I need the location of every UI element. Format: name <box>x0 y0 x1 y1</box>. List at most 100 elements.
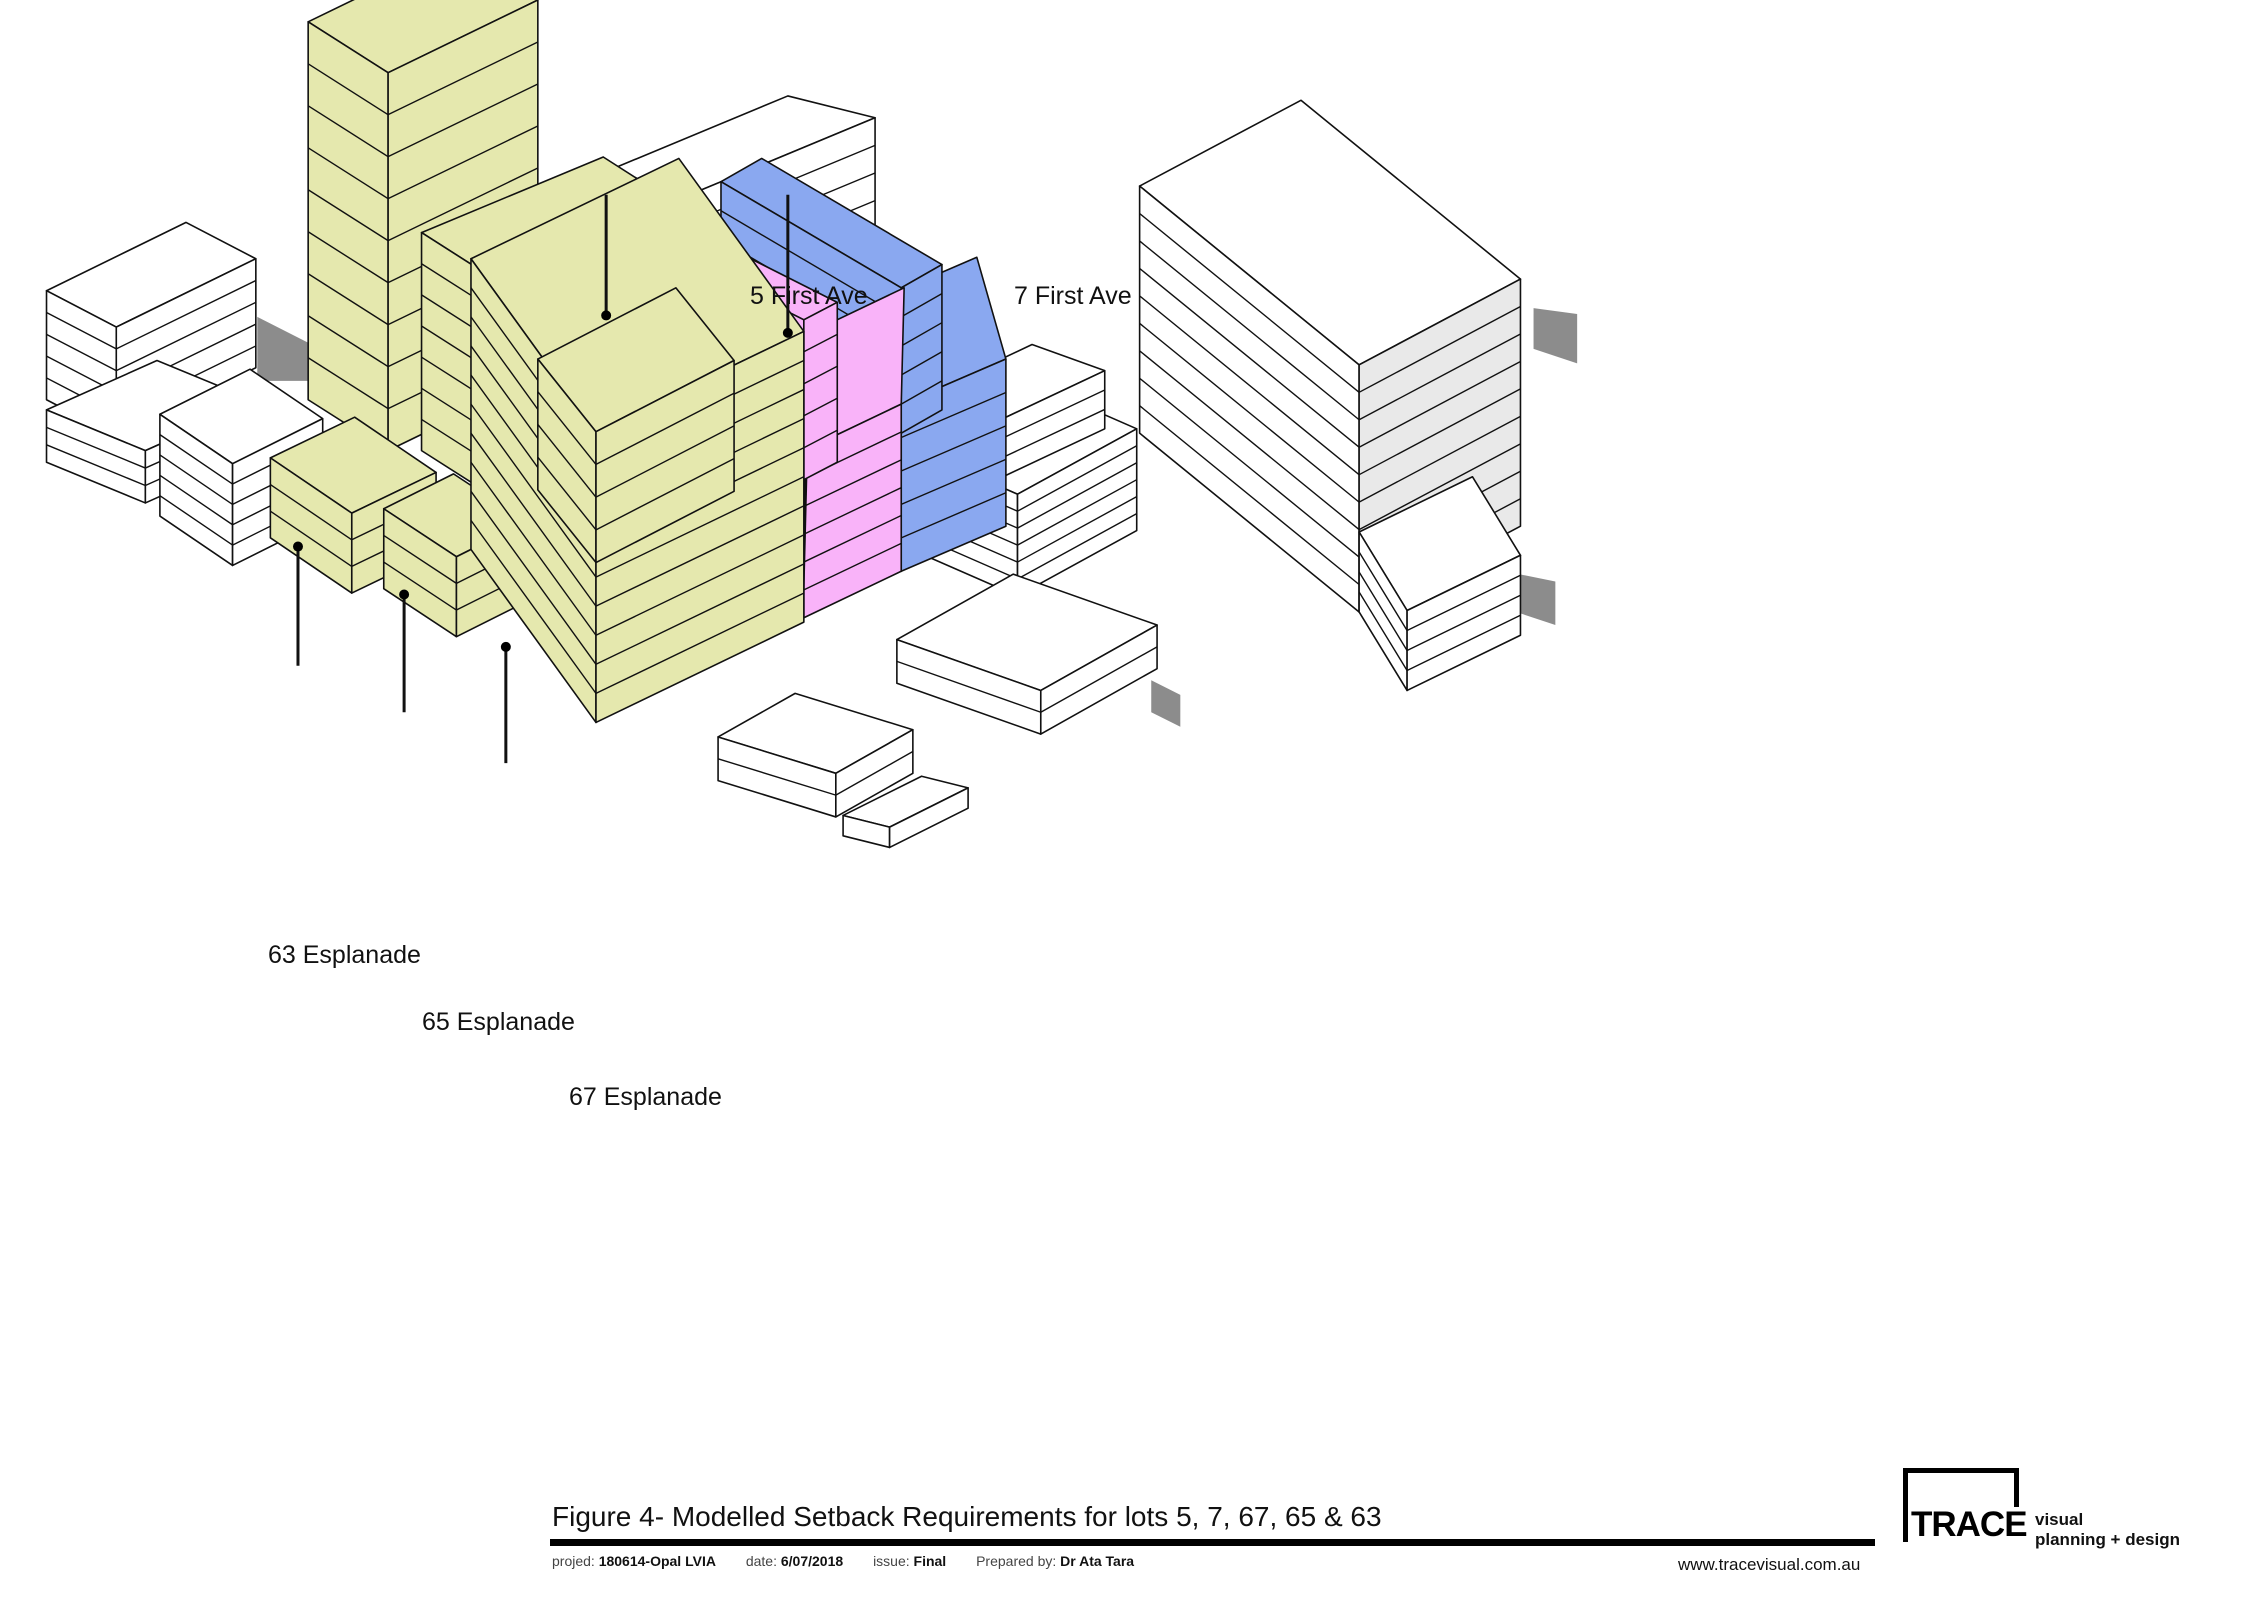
trace-logo-wordmark: TRACE <box>1908 1507 2030 1542</box>
ctx-right-front-floor-line <box>1040 646 1158 713</box>
lot-63-esplanade-upper-floor-line <box>307 63 389 116</box>
ctx-left-mid-floor-line <box>159 495 233 546</box>
lot-5-first-ave-lower-floor-line <box>803 487 902 535</box>
ctx-right-podium-floor-line <box>1406 614 1521 672</box>
lot-63-esplanade-upper-floor-line <box>307 189 389 242</box>
ctx-right-podium-floor-line <box>1406 574 1521 632</box>
lot-67-esplanade-main-floor-line <box>595 563 805 665</box>
lot-67-esplanade-main-floor-line <box>470 490 597 665</box>
ctx-right-mid-floor-line <box>1017 462 1138 529</box>
ctx-left-mid-floor-line <box>159 474 233 526</box>
lot-7-first-ave-upper-floor-line <box>900 293 943 318</box>
lot-63-esplanade-podium-floor-line <box>269 510 353 567</box>
lot-67-esplanade-main-floor-line <box>470 461 597 636</box>
leader-65-esplanade-dot <box>399 589 410 600</box>
lot-65-esplanade-podium-floor-line <box>383 534 457 584</box>
lot-5-first-ave-upper-floor-line <box>803 333 838 353</box>
ctx-right-podium-floor-line <box>1358 571 1408 651</box>
lot-63-esplanade-upper-floor-line <box>307 315 389 368</box>
ctx-right-tower-floor-line <box>1139 267 1360 448</box>
project-value: 180614-Opal LVIA <box>598 1553 716 1569</box>
lot-67-esplanade-upper-floor-line <box>595 425 735 498</box>
leader-67-esplanade-dot <box>500 641 511 652</box>
ctx-right-tower-floor-line <box>1358 443 1521 531</box>
prepared-value: Dr Ata Tara <box>1060 1553 1135 1569</box>
lot-7-first-ave-lower-floor-line <box>900 458 1007 506</box>
lot-5-first-ave-upper-floor-line <box>803 429 838 449</box>
lot-67-esplanade-main-floor-line <box>470 519 597 694</box>
date-value: 6/07/2018 <box>780 1553 844 1569</box>
ctx-far-left-upper-floor-line <box>46 311 117 350</box>
ctx-left-mid-floor-line <box>159 454 233 505</box>
lot-63-esplanade-upper-floor-line <box>307 273 389 326</box>
lot-7-first-ave-upper-floor-line <box>900 322 943 347</box>
ctx-far-left-upper-floor-line <box>115 301 257 372</box>
label-65-esplanade: 65 Esplanade <box>422 1008 575 1036</box>
lot-63-esplanade-upper-floor-line <box>387 167 539 242</box>
footer-divider <box>550 1539 1875 1546</box>
ctx-right-podium-floor-line <box>1358 551 1408 631</box>
ctx-right-front-floor-line <box>896 660 1042 713</box>
date-label: date: <box>745 1553 777 1569</box>
context-buildings <box>45 95 1522 849</box>
ctx-right-tower-floor-line <box>1139 377 1360 558</box>
lot-7-first-ave-upper-floor-line <box>900 380 943 405</box>
ctx-right-tower-floor-line <box>1139 405 1360 586</box>
ctx-right-tower-floor-line <box>1358 415 1521 503</box>
label-63-esplanade: 63 Esplanade <box>268 941 421 969</box>
ctx-mid-block-floor-line <box>1002 408 1106 459</box>
lot-65-esplanade-podium-floor-line <box>383 561 457 611</box>
ctx-mid-block-floor-line <box>1002 389 1106 439</box>
ctx-front-1-floor-line <box>717 758 837 796</box>
tagline-line-2: planning + design <box>2035 1529 2180 1549</box>
label-5-first-ave: 5 First Ave <box>750 282 868 310</box>
shadow-4 <box>1533 308 1578 364</box>
ctx-right-tower-floor-line <box>1139 295 1360 476</box>
lot-67-esplanade-main-floor-line <box>595 505 805 607</box>
lot-67-esplanade-upper-floor-line <box>537 391 597 465</box>
ctx-far-left-upper-floor-line <box>115 279 257 350</box>
lot-7-first-ave-upper-floor-line <box>720 210 902 318</box>
lot-7-first-ave-upper-side-face <box>900 263 943 434</box>
lot-63-esplanade-upper-front-face <box>307 21 389 452</box>
lot-63-esplanade-upper-floor-line <box>307 357 389 410</box>
callout-leaders <box>292 194 793 764</box>
lot-67-esplanade-main-floor-line <box>470 403 597 578</box>
ctx-front-2-side-face <box>888 787 969 849</box>
ctx-right-tower-floor-line <box>1358 333 1521 421</box>
lot-63-esplanade-upper-floor-line <box>387 41 539 116</box>
ctx-right-mid-floor-line <box>1017 496 1138 563</box>
lot-massings <box>269 0 1007 724</box>
ctx-right-podium-floor-line <box>1406 594 1521 652</box>
ctx-right-mid-floor-line <box>1017 512 1138 580</box>
shadow-6 <box>1151 680 1181 727</box>
footer-meta: projed: 180614-Opal LVIA date: 6/07/2018… <box>552 1553 1134 1569</box>
lot-63-esplanade-upper-floor-line <box>387 125 539 200</box>
shadow-3 <box>1511 572 1556 626</box>
ctx-right-tower-floor-line <box>1358 360 1521 448</box>
ctx-far-left-upper-floor-line <box>46 333 117 372</box>
project-label: projed: <box>552 1553 595 1569</box>
lot-7-first-ave-lower-floor-line <box>900 492 1007 539</box>
figure-caption: Figure 4- Modelled Setback Requirements … <box>552 1501 1382 1532</box>
prepared-label: Prepared by: <box>976 1553 1057 1569</box>
lot-67-esplanade-main-floor-line <box>595 534 805 636</box>
ctx-front-1-floor-line <box>835 750 914 796</box>
lot-63-esplanade-podium-floor-line <box>269 483 353 541</box>
ctx-right-tower-floor-line <box>1139 212 1360 393</box>
lot-63-esplanade-upper-floor-line <box>307 105 389 158</box>
lot-67-esplanade-upper-floor-line <box>595 392 735 466</box>
label-7-first-ave: 7 First Ave <box>1014 282 1132 310</box>
lot-5-first-ave-upper-floor-line <box>803 397 838 417</box>
lot-67-esplanade-upper-floor-line <box>537 456 597 531</box>
lot-67-esplanade-upper-floor-line <box>595 457 735 531</box>
tagline-line-1: visual <box>2035 1510 2084 1529</box>
lot-63-esplanade-upper-floor-line <box>307 147 389 200</box>
issue-label: issue: <box>873 1553 910 1569</box>
lot-63-esplanade-upper-floor-line <box>307 231 389 284</box>
ctx-right-tower-floor-line <box>1358 388 1521 476</box>
lot-5-first-ave-upper-floor-line <box>803 365 838 385</box>
website-link[interactable]: www.tracevisual.com.au <box>1678 1555 1861 1574</box>
ctx-right-tower-floor-line <box>1139 240 1360 421</box>
leader-5-first-ave-dot <box>601 310 612 321</box>
